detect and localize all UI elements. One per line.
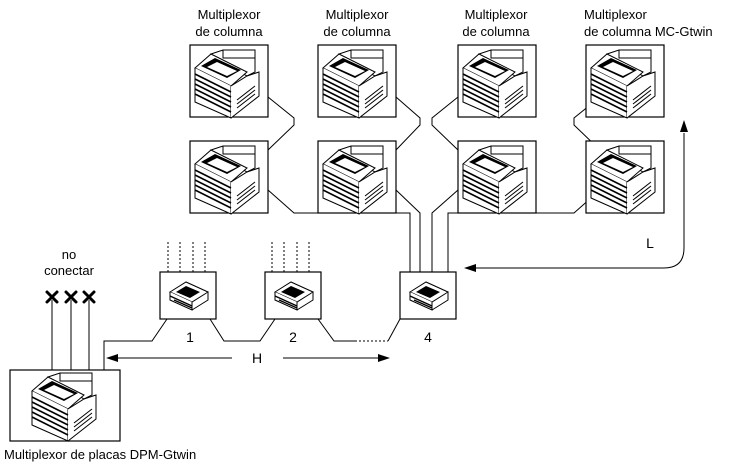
x-mark-icon [82, 290, 96, 304]
not-connect-x-marks [45, 290, 96, 304]
bus-wiring [51, 96, 601, 372]
column-mux-4-top [585, 44, 665, 119]
node-1-number: 1 [186, 329, 194, 345]
column-mux-1-label-line1: Multiplexor [198, 7, 262, 22]
distance-l-arrow [464, 120, 688, 272]
column-mux-3-bottom [457, 140, 537, 215]
column-mux-3-label-line2: de columna [462, 24, 530, 39]
panel-multiplexer-label: Multiplexor de placas DPM-Gtwin [4, 447, 196, 462]
x-mark-icon [64, 290, 78, 304]
column-mux-4-label-line1: Multiplexor [584, 7, 648, 22]
column-mux-2-bottom [317, 140, 397, 215]
column-mux-2-label-line2: de columna [323, 24, 391, 39]
distance-h-arrow [106, 354, 390, 362]
column-mux-2-top [317, 44, 397, 119]
panel-multiplexer [9, 369, 121, 442]
distance-l-label: L [646, 235, 654, 251]
column-mux-1-label-line2: de columna [195, 24, 263, 39]
column-mux-4-label-line2: de columna MC-Gtwin [584, 24, 713, 39]
column-mux-1-top [189, 44, 269, 119]
column-mux-3-label-line1: Multiplexor [465, 7, 529, 22]
column-mux-2-label-line1: Multiplexor [326, 7, 390, 22]
node-4-number: 4 [424, 329, 432, 345]
node-1 [159, 271, 217, 320]
column-mux-4-bottom [585, 140, 665, 215]
distance-h-label: H [252, 350, 262, 366]
column-mux-1-bottom [189, 140, 269, 215]
node-inputs [167, 242, 310, 272]
node-4 [399, 271, 457, 320]
not-connect-label-line2: conectar [44, 263, 95, 278]
node-2 [264, 271, 322, 320]
node-2-number: 2 [289, 329, 297, 345]
not-connect-label-line1: no [62, 247, 76, 262]
x-mark-icon [45, 290, 59, 304]
column-mux-3-top [457, 44, 537, 119]
